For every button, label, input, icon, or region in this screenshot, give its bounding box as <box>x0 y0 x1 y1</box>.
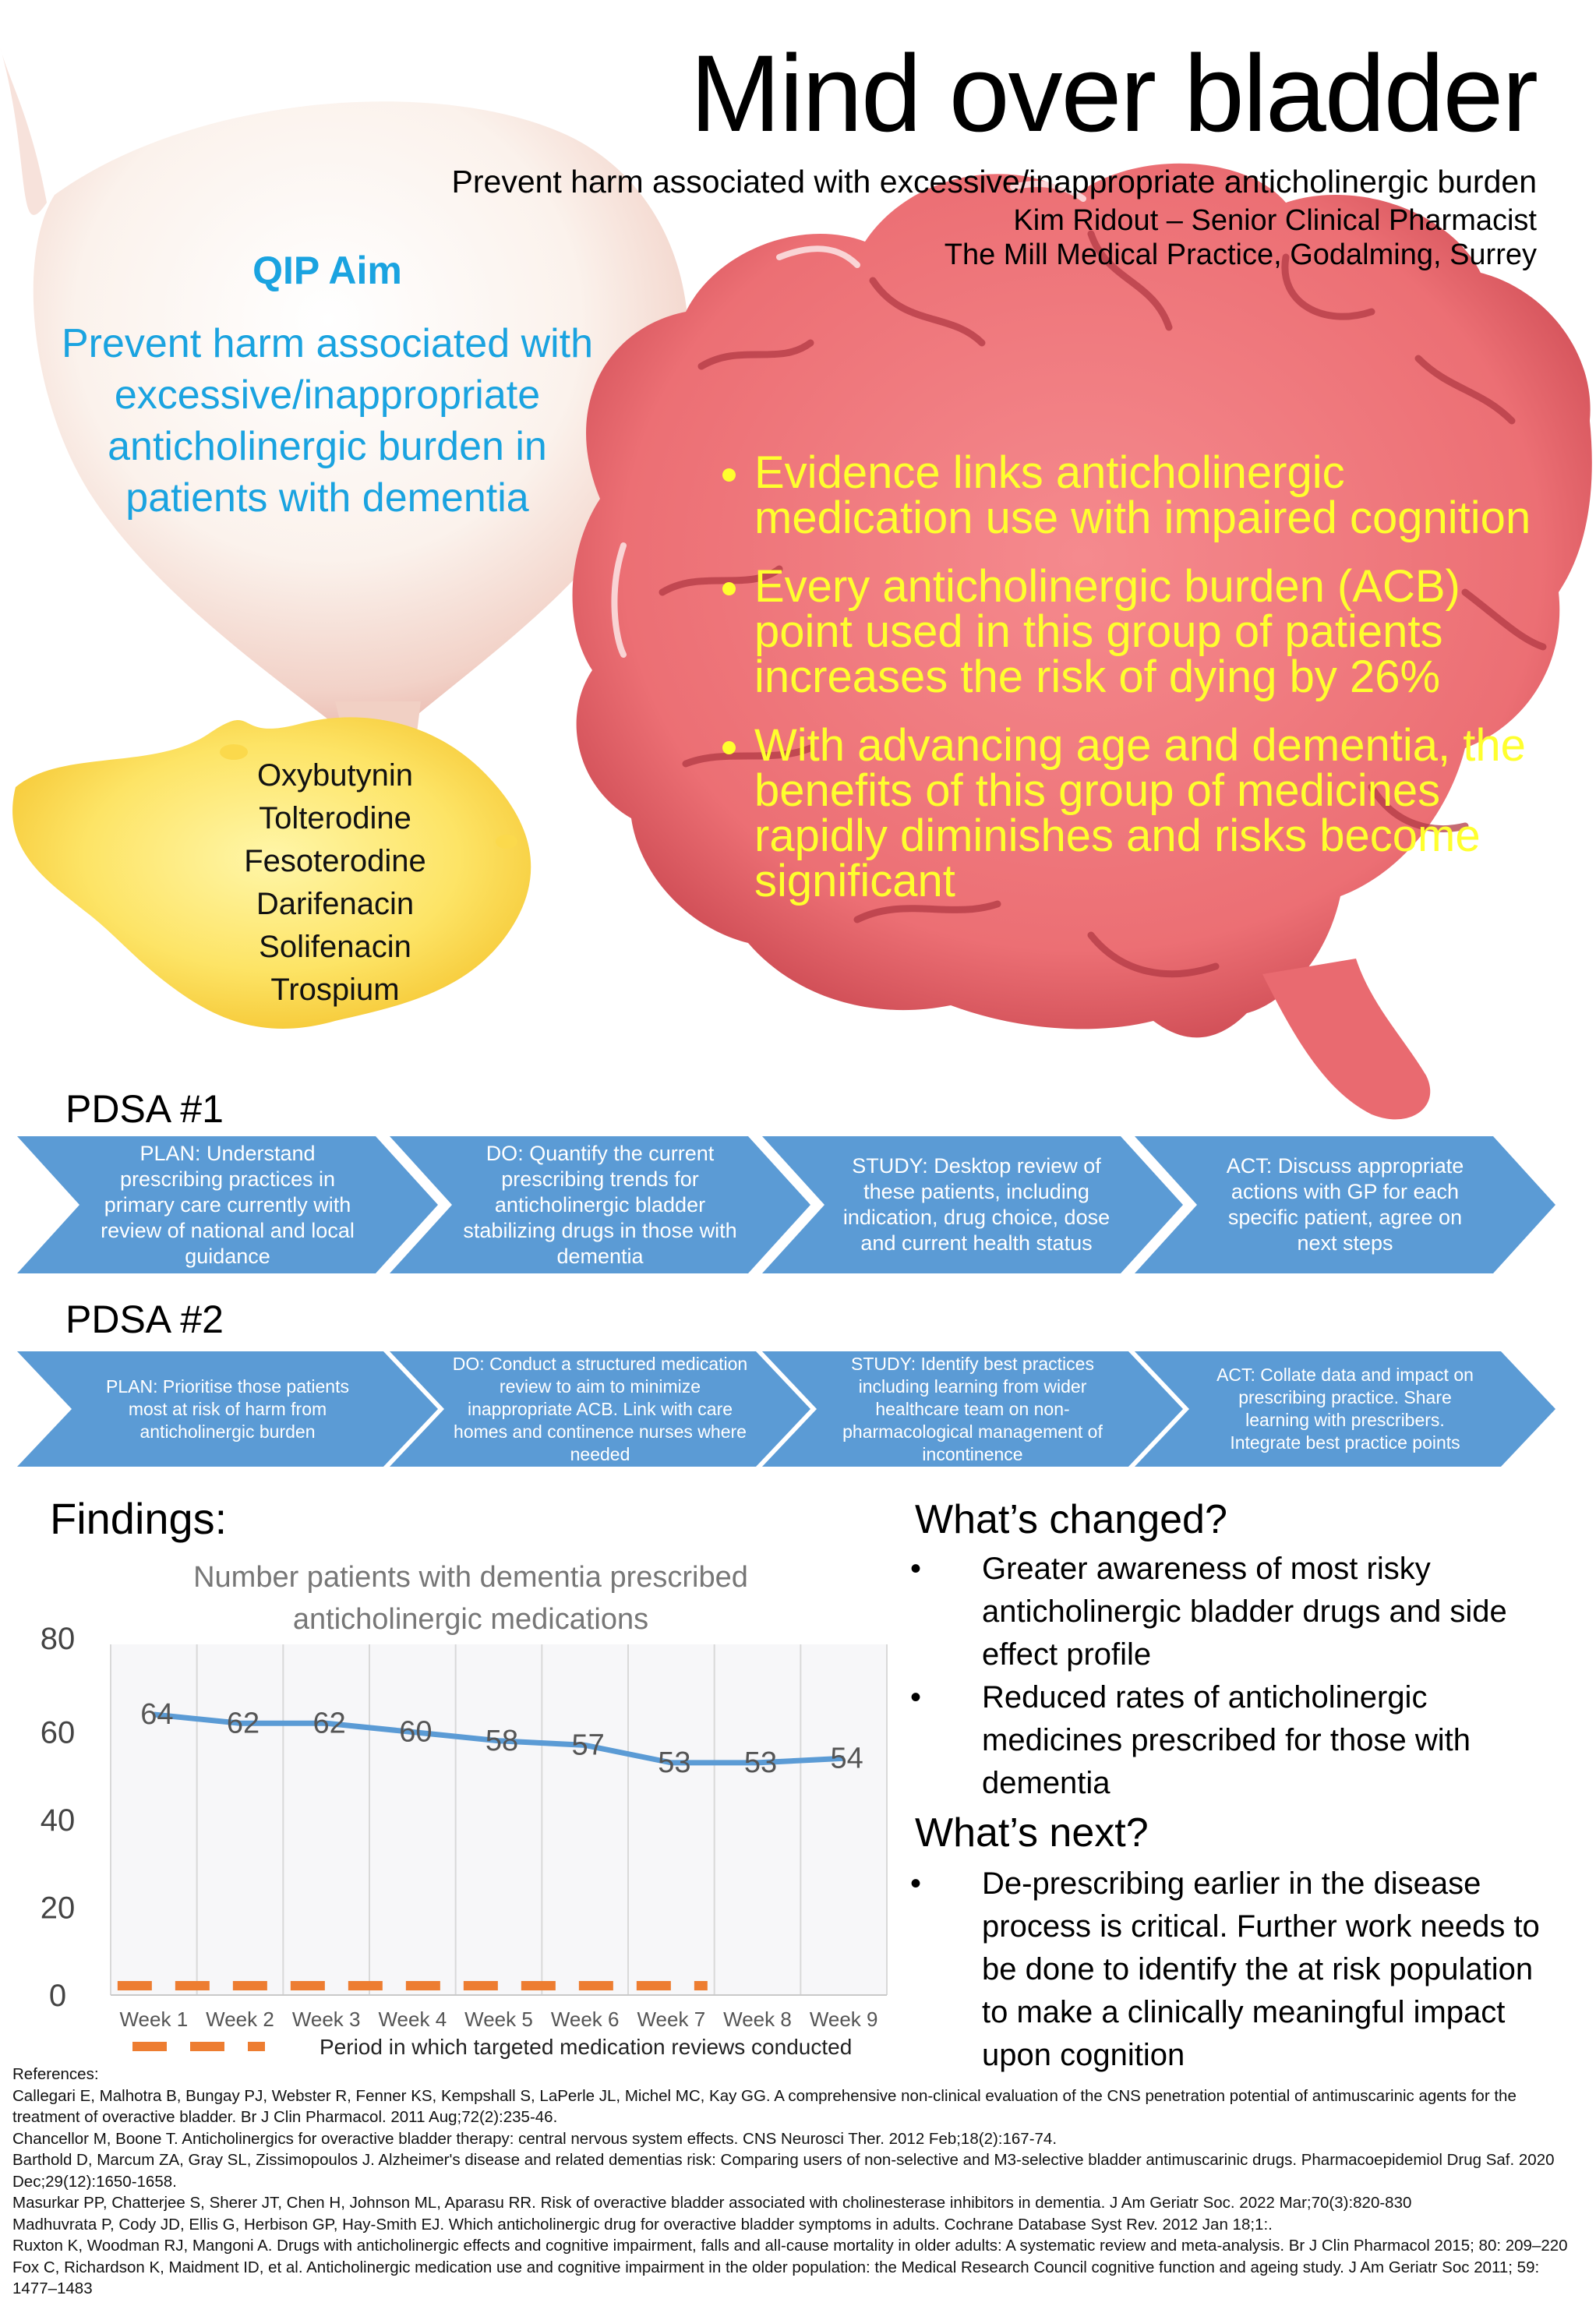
drug-item: Darifenacin <box>256 887 415 921</box>
evidence-item: With advancing age and dementia, the ben… <box>754 723 1551 904</box>
drug-item: Trospium <box>270 973 400 1007</box>
reference-item: Chancellor M, Boone T. Anticholinergics … <box>12 2129 1058 2148</box>
bullet: • <box>910 1680 922 1714</box>
qip-aim-text: Prevent harm associated with excessive/i… <box>61 321 594 521</box>
pdsa1-title: PDSA #1 <box>65 1087 224 1131</box>
reference-item: Fox C, Richardson K, Maidment ID, et al.… <box>12 2258 1540 2298</box>
data-label: 54 <box>831 1742 863 1775</box>
list-item: • Reduced rates of anticholinergic medici… <box>910 1676 1549 1805</box>
x-tick-label: Week 7 <box>637 2008 705 2031</box>
references-heading: References: <box>12 2065 99 2083</box>
pdsa1-plan-step: PLAN: Understand prescribing practices i… <box>17 1136 438 1273</box>
pdsa1-act-step: ACT: Discuss appropriate actions with GP… <box>1135 1136 1555 1273</box>
list-item: • Greater awareness of most risky anticho… <box>910 1548 1549 1676</box>
x-tick-label: Week 4 <box>378 2008 447 2031</box>
whats-changed-list: • Greater awareness of most risky anticho… <box>910 1548 1549 1805</box>
step-text: DO: Quantify the current prescribing tre… <box>463 1141 737 1268</box>
list-item-text: Greater awareness of most risky antichol… <box>982 1552 1507 1672</box>
y-tick-label: 20 <box>41 1891 76 1926</box>
findings-chart: Number patients with dementia prescribed… <box>41 1561 888 2059</box>
qip-aim-heading: QIP Aim <box>252 249 402 292</box>
x-tick-label: Week 3 <box>292 2008 361 2031</box>
data-label: 62 <box>313 1707 346 1739</box>
pdsa1-study-step: STUDY: Desktop review of these patients,… <box>762 1136 1183 1273</box>
urine-splash-illustration <box>12 717 531 1029</box>
background-illustration <box>0 47 1592 1120</box>
references: References: Callegari E, Malhotra B, Bun… <box>12 2064 1587 2300</box>
x-tick-label: Week 2 <box>206 2008 274 2031</box>
step-text: STUDY: Desktop review of these patients,… <box>842 1154 1110 1255</box>
drug-item: Solifenacin <box>259 930 411 964</box>
plot-area <box>111 1644 887 1995</box>
x-tick-label: Week 1 <box>119 2008 188 2031</box>
y-tick-label: 60 <box>41 1716 76 1750</box>
evidence-item: Evidence links anticholinergic medicatio… <box>754 450 1551 541</box>
pdsa2-study-step: STUDY: Identify best practices including… <box>762 1351 1183 1467</box>
brain-illustration <box>572 163 1592 1120</box>
list-item-text: De-prescribing earlier in the disease pr… <box>982 1866 1540 2072</box>
reference-item: Callegari E, Malhotra B, Bungay PJ, Webs… <box>12 2086 1517 2127</box>
list-item: • De-prescribing earlier in the disease p… <box>910 1863 1549 2077</box>
practice-line: The Mill Medical Practice, Godalming, Su… <box>944 238 1537 271</box>
chart-title: Number patients with dementia prescribed <box>193 1561 748 1594</box>
step-text: STUDY: Identify best practices including… <box>842 1353 1103 1464</box>
x-tick-label: Week 9 <box>810 2008 878 2031</box>
drug-list: Oxybutynin Tolterodine Fesoterodine Dari… <box>210 754 460 1012</box>
poster-subtitle: Prevent harm associated with excessive/i… <box>451 164 1537 200</box>
pdsa2-cycle: PLAN: Prioritise those patients most at … <box>17 1351 1576 1467</box>
pdsa1-do-step: DO: Quantify the current prescribing tre… <box>390 1136 810 1273</box>
data-label: 57 <box>572 1729 605 1761</box>
pdsa2-do-step: DO: Conduct a structured medication revi… <box>390 1351 810 1467</box>
list-item-text: Reduced rates of anticholinergic medicin… <box>982 1680 1471 1800</box>
reference-item: Madhuvrata P, Cody JD, Ellis G, Herbison… <box>12 2215 1273 2234</box>
data-label: 58 <box>486 1725 518 1757</box>
findings-title: Findings: <box>50 1494 228 1543</box>
data-label: 53 <box>744 1746 777 1779</box>
pdsa1-cycle: PLAN: Understand prescribing practices i… <box>17 1136 1576 1273</box>
x-tick-label: Week 8 <box>723 2008 792 2031</box>
chart-title: anticholinergic medications <box>293 1603 648 1636</box>
drug-item: Tolterodine <box>259 801 411 835</box>
data-label: 60 <box>399 1716 432 1749</box>
step-text: ACT: Discuss appropriate actions with GP… <box>1226 1154 1464 1255</box>
evidence-item: Every anticholinergic burden (ACB) point… <box>754 564 1551 700</box>
bullet: • <box>910 1866 922 1901</box>
y-tick-label: 80 <box>41 1622 76 1656</box>
reference-item: Barthold D, Marcum ZA, Gray SL, Zissimop… <box>12 2151 1555 2191</box>
series-line <box>153 1711 844 1766</box>
whats-next-list: • De-prescribing earlier in the disease p… <box>910 1863 1549 2077</box>
author-line: Kim Ridout – Senior Clinical Pharmacist <box>1013 204 1537 237</box>
reference-item: Masurkar PP, Chatterjee S, Sherer JT, Ch… <box>12 2194 1412 2212</box>
whats-next-title: What’s next? <box>915 1810 1149 1856</box>
x-tick-label: Week 5 <box>464 2008 533 2031</box>
data-label: 64 <box>140 1698 173 1731</box>
drug-item: Fesoterodine <box>244 844 426 878</box>
reference-item: Ruxton K, Woodman RJ, Mangoni A. Drugs w… <box>12 2237 1568 2255</box>
pdsa2-act-step: ACT: Collate data and impact on prescrib… <box>1135 1351 1555 1467</box>
y-tick-label: 0 <box>49 1979 66 2013</box>
bullet: • <box>910 1552 922 1586</box>
data-label: 53 <box>658 1746 690 1779</box>
data-label: 62 <box>227 1707 260 1739</box>
step-text: PLAN: Prioritise those patients most at … <box>106 1375 349 1442</box>
x-tick-label: Week 6 <box>551 2008 620 2031</box>
step-text: DO: Conduct a structured medication revi… <box>452 1353 748 1464</box>
poster-title: Mind over bladder <box>690 32 1538 154</box>
y-tick-label: 40 <box>41 1803 76 1838</box>
pdsa2-plan-step: PLAN: Prioritise those patients most at … <box>17 1351 438 1467</box>
step-text: PLAN: Understand prescribing practices i… <box>101 1141 355 1268</box>
whats-changed-title: What’s changed? <box>915 1497 1227 1542</box>
legend-label: Period in which targeted medication revi… <box>320 2035 852 2059</box>
pdsa2-title: PDSA #2 <box>65 1298 224 1341</box>
drug-item: Oxybutynin <box>256 758 414 793</box>
step-text: ACT: Collate data and impact on prescrib… <box>1216 1365 1474 1453</box>
evidence-bullets: Evidence links anticholinergic medicatio… <box>709 450 1551 927</box>
